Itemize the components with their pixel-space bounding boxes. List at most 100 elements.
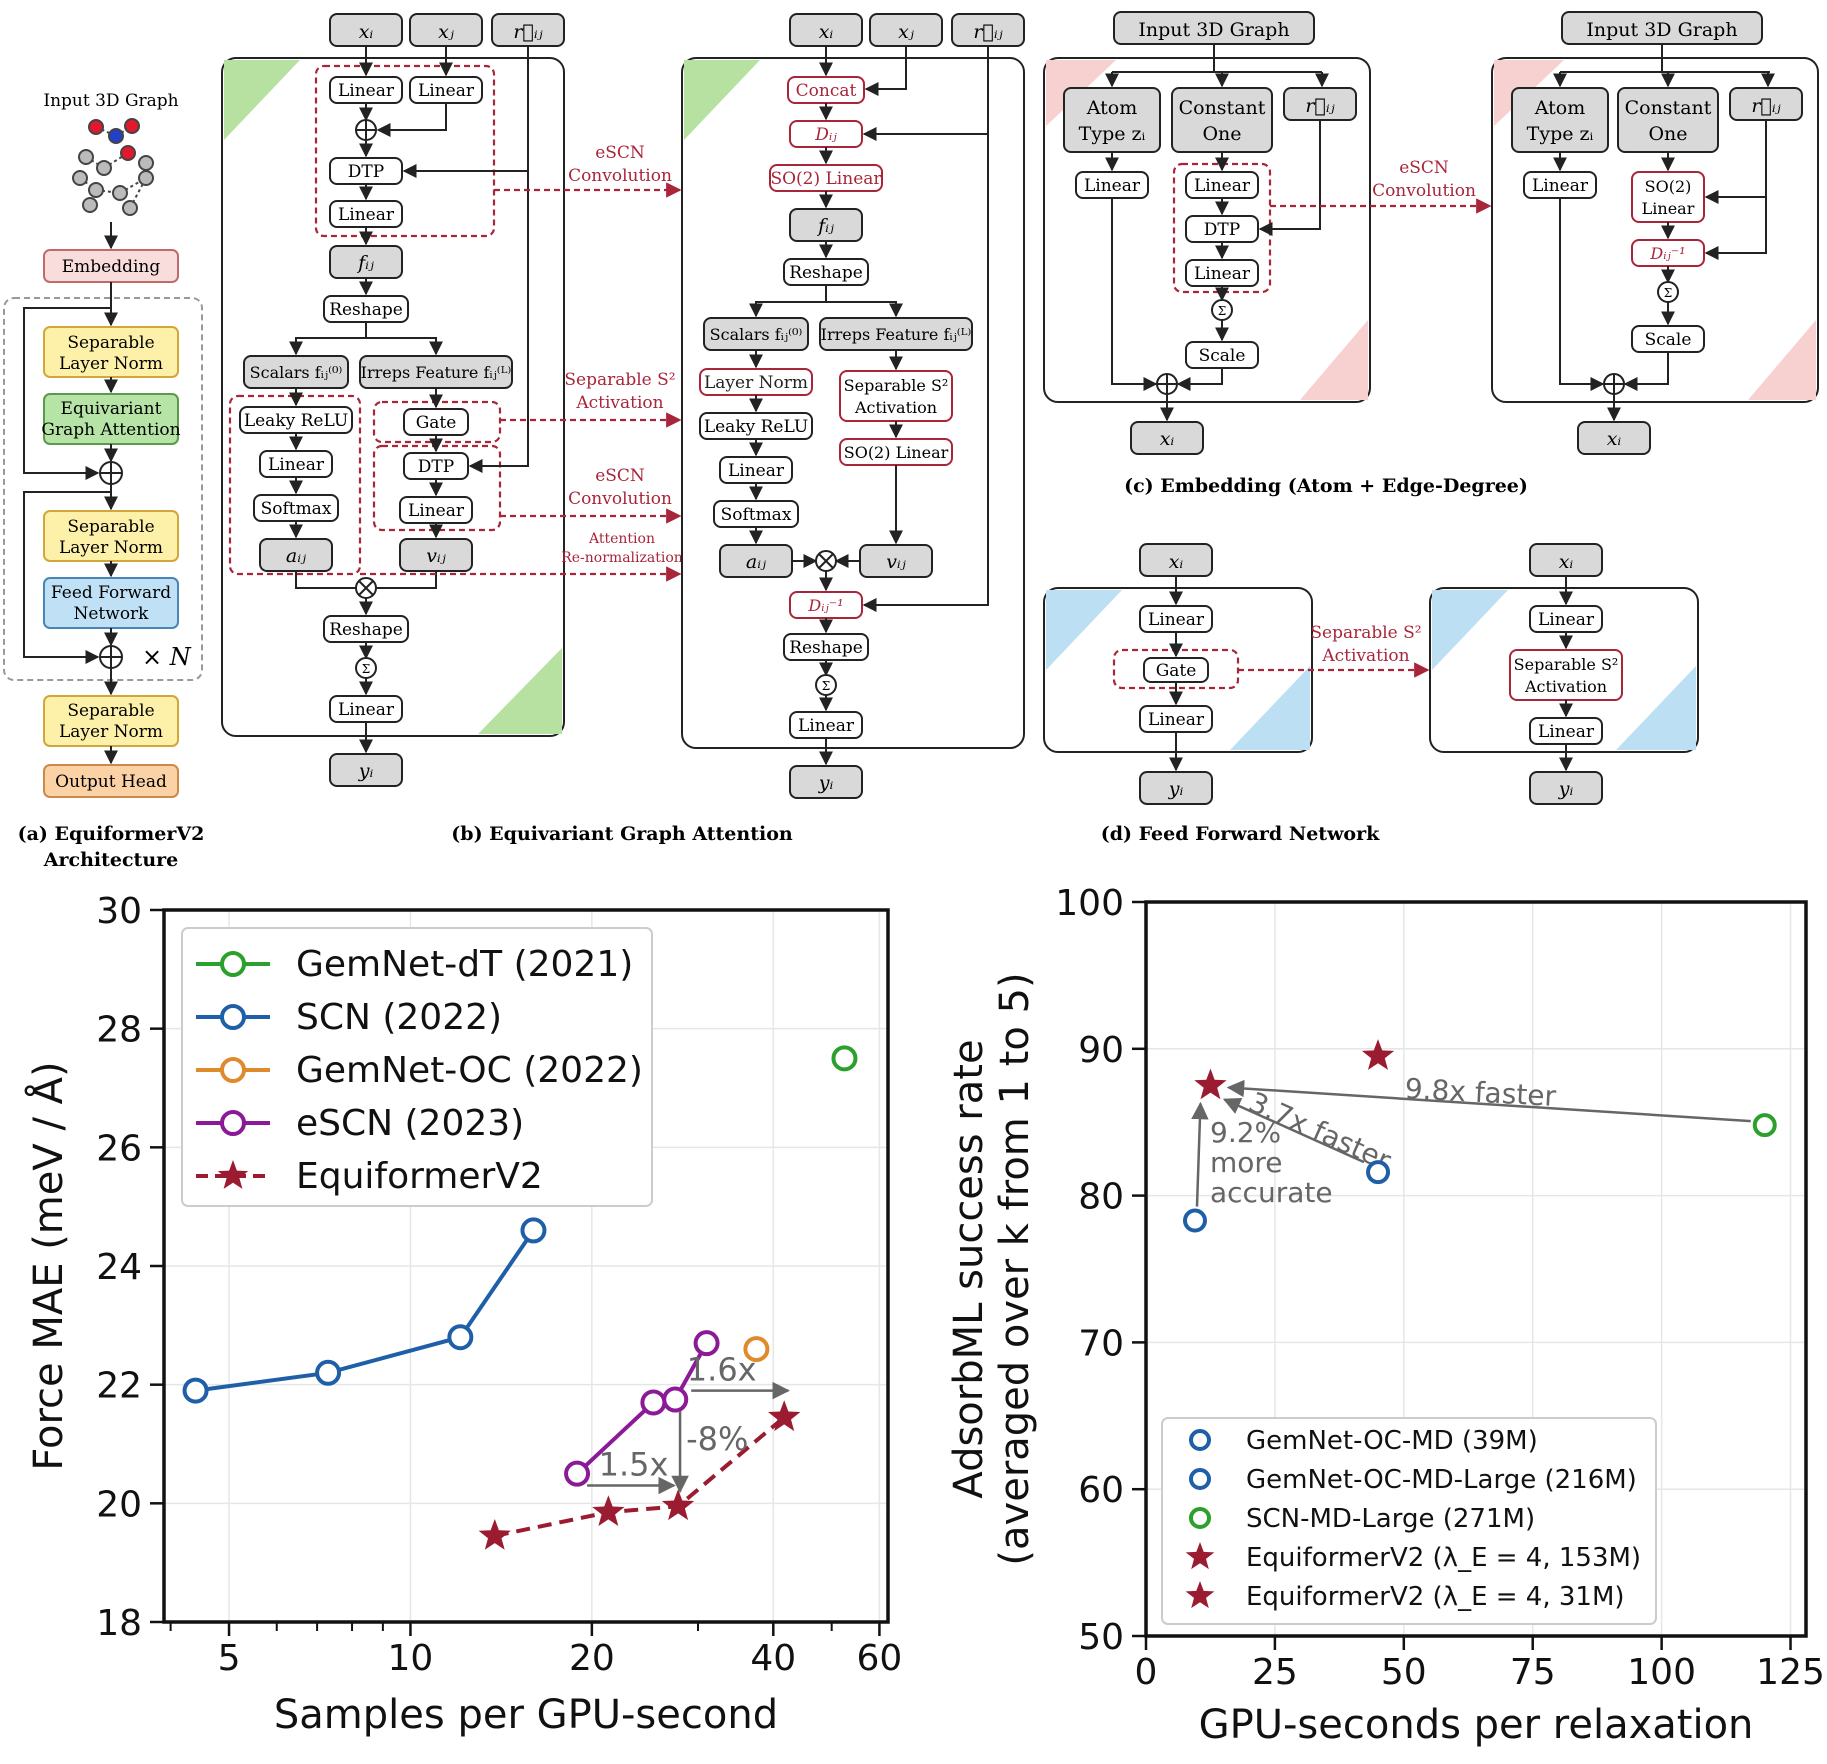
data-point-star bbox=[592, 1495, 625, 1526]
c-sigma: Σ bbox=[1218, 304, 1226, 318]
y-tick-label: 28 bbox=[96, 1010, 142, 1051]
input-graph-label: Input 3D Graph bbox=[43, 91, 178, 111]
ega-label-2: Graph Attention bbox=[41, 420, 180, 440]
b-arrow2-label-2: Activation bbox=[575, 393, 663, 413]
b2-reshape-1: Reshape bbox=[789, 263, 863, 283]
b2-input-xi: xᵢ bbox=[819, 21, 834, 43]
b2-sigma: Σ bbox=[822, 679, 830, 693]
c-rij: r⃗ᵢⱼ bbox=[1305, 95, 1334, 117]
sln3-label-2: Layer Norm bbox=[59, 722, 163, 742]
legend-marker bbox=[1189, 1429, 1211, 1451]
b2-input-rij: r⃗ᵢⱼ bbox=[973, 21, 1002, 43]
legend-label: GemNet-dT (2021) bbox=[296, 944, 633, 985]
panel-b-caption: (b) Equivariant Graph Attention bbox=[451, 823, 793, 845]
c2-const-2: One bbox=[1648, 123, 1687, 145]
c-const-1: Constant bbox=[1179, 97, 1266, 119]
b-fij: fᵢⱼ bbox=[356, 252, 374, 274]
c2-output-xi: xᵢ bbox=[1607, 428, 1622, 450]
legend-marker bbox=[1189, 1468, 1211, 1490]
legend-marker bbox=[220, 1004, 246, 1030]
legend-label: SCN (2022) bbox=[296, 997, 502, 1038]
b2-output-yi: yᵢ bbox=[818, 772, 834, 794]
y-axis-label: AdsorbML success rate bbox=[946, 1039, 992, 1498]
legend-marker bbox=[220, 951, 246, 977]
legend-box bbox=[181, 927, 653, 1207]
ffn-label-2: Network bbox=[74, 604, 150, 624]
legend-marker bbox=[220, 1057, 246, 1083]
legend-label: GemNet-OC (2022) bbox=[296, 1050, 643, 1091]
b-irreps: Irreps Feature fᵢⱼ⁽ᴸ⁾ bbox=[361, 363, 512, 382]
c-input-graph: Input 3D Graph bbox=[1138, 19, 1289, 41]
c2-rij: r⃗ᵢⱼ bbox=[1751, 95, 1780, 117]
annotation-arrow bbox=[1191, 1101, 1209, 1207]
annotation-arrow bbox=[1226, 1079, 1751, 1123]
c-arrow-label-1: eSCN bbox=[1399, 158, 1449, 178]
x-tick-label: 20 bbox=[569, 1638, 615, 1679]
b2-fij: fᵢⱼ bbox=[816, 215, 834, 237]
b-gate: Gate bbox=[416, 413, 457, 433]
c-linear-atom: Linear bbox=[1084, 176, 1141, 196]
d2-linear-2: Linear bbox=[1538, 722, 1595, 742]
b-input-rij: r⃗ᵢⱼ bbox=[513, 21, 542, 43]
annotation-arrow bbox=[1222, 1097, 1365, 1164]
annotation-label: accurate bbox=[1210, 1176, 1333, 1209]
b-linear-1: Linear bbox=[338, 81, 395, 101]
x-tick-label: 75 bbox=[1510, 1652, 1556, 1693]
d2-linear-1: Linear bbox=[1538, 610, 1595, 630]
ffn-label-1: Feed Forward bbox=[51, 583, 171, 603]
legend-label: GemNet-OC-MD (39M) bbox=[1246, 1426, 1538, 1456]
legend-label: GemNet-OC-MD-Large (216M) bbox=[1246, 1465, 1637, 1495]
c2-atom-2: Type zᵢ bbox=[1527, 123, 1594, 145]
d2-sep-2: Activation bbox=[1524, 677, 1607, 696]
panel-a-architecture: Input 3D Graph Embedding bbox=[3, 91, 205, 871]
c2-scale: Scale bbox=[1645, 330, 1692, 350]
c2-input-graph: Input 3D Graph bbox=[1586, 19, 1737, 41]
data-point bbox=[831, 1045, 858, 1072]
b-dtp-1: DTP bbox=[348, 162, 384, 182]
legend-marker-star bbox=[217, 1160, 249, 1189]
b2-vij: vᵢⱼ bbox=[886, 551, 906, 573]
b-linear-2: Linear bbox=[418, 81, 475, 101]
c-atom-1: Atom bbox=[1086, 97, 1137, 119]
y-axis-label-2: (averaged over k from 1 to 5) bbox=[992, 972, 1038, 1565]
legend-marker-star bbox=[1185, 1581, 1215, 1609]
b-leaky-relu: Leaky ReLU bbox=[244, 411, 348, 431]
panel-c-caption: (c) Embedding (Atom + Edge-Degree) bbox=[1124, 475, 1528, 497]
b-aij: aᵢⱼ bbox=[286, 545, 306, 567]
data-point-star bbox=[768, 1400, 801, 1432]
d-gate: Gate bbox=[1156, 661, 1197, 681]
b2-so2-linear-2: SO(2) Linear bbox=[844, 443, 949, 462]
b2-linear-1: Linear bbox=[728, 461, 785, 481]
x-tick-label: 25 bbox=[1252, 1652, 1298, 1693]
b2-linear-2: Linear bbox=[798, 716, 855, 736]
b-linear-5: Linear bbox=[408, 501, 465, 521]
annotation-label: -8% bbox=[686, 1420, 748, 1458]
b2-softmax: Softmax bbox=[721, 505, 792, 525]
c-const-2: One bbox=[1202, 123, 1241, 145]
b2-reshape-2: Reshape bbox=[789, 638, 863, 658]
y-tick-label: 18 bbox=[96, 1603, 142, 1644]
annotation-label: more bbox=[1210, 1146, 1283, 1179]
y-tick-label: 60 bbox=[1078, 1470, 1124, 1511]
legend-box bbox=[1161, 1417, 1657, 1625]
x-tick-label: 40 bbox=[750, 1638, 796, 1679]
annotation-label: 9.8x faster bbox=[1404, 1072, 1557, 1113]
sln2-label-2: Layer Norm bbox=[59, 538, 163, 558]
b-scalars: Scalars fᵢⱼ⁽⁰⁾ bbox=[250, 363, 343, 382]
data-point-star bbox=[1194, 1068, 1227, 1100]
b-input-xj: xⱼ bbox=[438, 21, 454, 43]
b-arrow1-label-2: Convolution bbox=[568, 166, 672, 186]
b2-irreps: Irreps Feature fᵢⱼ⁽ᴸ⁾ bbox=[821, 325, 972, 344]
data-point-star bbox=[478, 1519, 511, 1550]
panel-a-caption: (a) EquiformerV2 bbox=[18, 823, 205, 845]
d2-output-yi: yᵢ bbox=[1558, 778, 1574, 800]
legend-label: EquiformerV2 (λ_E = 4, 153M) bbox=[1246, 1543, 1641, 1573]
y-tick-label: 24 bbox=[96, 1247, 142, 1288]
d-arrow-label-2: Activation bbox=[1321, 646, 1409, 666]
b2-dij-inverse: Dᵢⱼ⁻¹ bbox=[807, 596, 843, 615]
d2-sep-1: Separable S² bbox=[1514, 655, 1619, 674]
output-head-label: Output Head bbox=[55, 772, 167, 792]
